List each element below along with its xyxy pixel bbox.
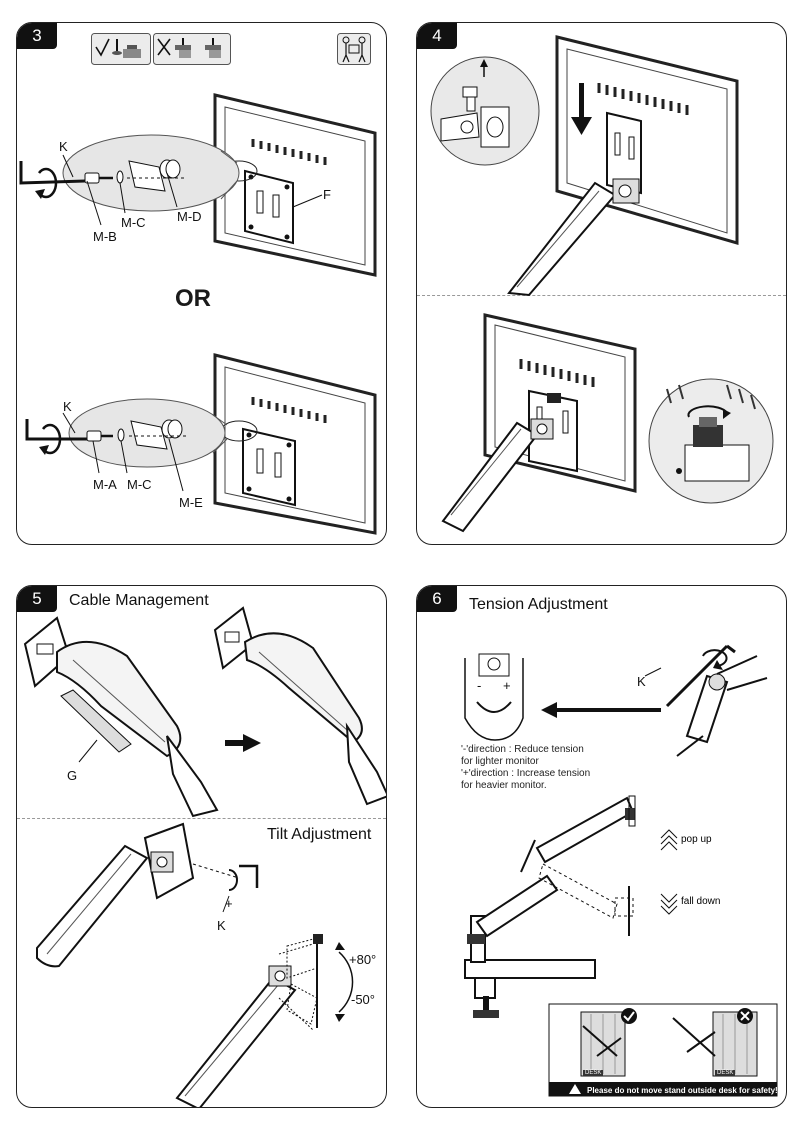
knob-tighten-diagram: [441, 313, 774, 533]
label-k: K: [217, 918, 226, 933]
plus-sign: +: [503, 678, 511, 693]
desk-label-left: DESK: [585, 1070, 601, 1076]
label-m-e: M-E: [179, 495, 203, 510]
two-person-icon: [337, 33, 371, 65]
mounting-diagram-bottom: [25, 353, 377, 535]
pop-up-label: pop up: [681, 834, 712, 845]
angle-up-label: +80°: [349, 952, 376, 967]
label-m-b: M-B: [93, 229, 117, 244]
step-number: 3: [17, 23, 57, 49]
tension-note-1: '-'direction : Reduce tension: [461, 744, 584, 755]
step-number: 5: [17, 586, 57, 612]
cable-management-title: Cable Management: [69, 592, 209, 609]
step-3-panel: 3: [16, 22, 387, 545]
label-m-a: M-A: [93, 477, 117, 492]
labels-cable: G: [67, 768, 77, 783]
plus-sign: +: [225, 896, 233, 911]
tension-note-3: '+'direction : Increase tension: [461, 768, 591, 779]
label-m-d: M-D: [177, 209, 202, 224]
angle-down-label: -50°: [351, 992, 375, 1007]
cable-management-diagram: [23, 606, 386, 818]
step-4-panel: 4: [416, 22, 787, 545]
tilt-adjustment-title: Tilt Adjustment: [267, 826, 372, 843]
check-screw-icon: [91, 33, 151, 65]
safety-warning: Please do not move stand outside desk fo…: [587, 1086, 778, 1095]
desk-label-right: DESK: [717, 1070, 733, 1076]
mounting-diagram-top: [19, 93, 377, 277]
labels-bottom: K M-A M-C M-E: [63, 399, 203, 510]
step-number: 4: [417, 23, 457, 49]
section-divider: [417, 295, 786, 296]
labels-tension: - + K pop up fall down DESK DESK Please …: [477, 674, 778, 1095]
label-m-c: M-C: [127, 477, 152, 492]
minus-sign: -: [477, 678, 481, 693]
minus-sign: -: [253, 858, 257, 873]
label-f: F: [323, 187, 331, 202]
monitor-hang-diagram: [430, 35, 739, 297]
tension-adjustment-title: Tension Adjustment: [469, 596, 608, 613]
labels-top: K M-B M-C M-D F: [59, 139, 331, 244]
label-k: K: [637, 674, 646, 689]
labels-tilt: - + K +80° -50°: [217, 858, 376, 1007]
section-divider: [17, 818, 386, 819]
step-6-panel: 6 Tension Adjustment: [416, 585, 787, 1108]
label-g: G: [67, 768, 77, 783]
fall-down-label: fall down: [681, 896, 720, 907]
tension-diagram: [464, 644, 778, 1097]
cross-screw-icon: [153, 33, 231, 65]
tension-note-2: for lighter monitor: [461, 756, 539, 767]
or-text: OR: [175, 285, 211, 312]
step-5-panel: 5 Cable Management Tilt Adjustment G: [16, 585, 387, 1108]
label-k: K: [59, 139, 68, 154]
label-m-c: M-C: [121, 215, 146, 230]
step-number: 6: [417, 586, 457, 612]
tilt-adjustment-diagram: [36, 822, 354, 1107]
label-k: K: [63, 399, 72, 414]
tension-note-4: for heavier monitor.: [461, 780, 547, 791]
